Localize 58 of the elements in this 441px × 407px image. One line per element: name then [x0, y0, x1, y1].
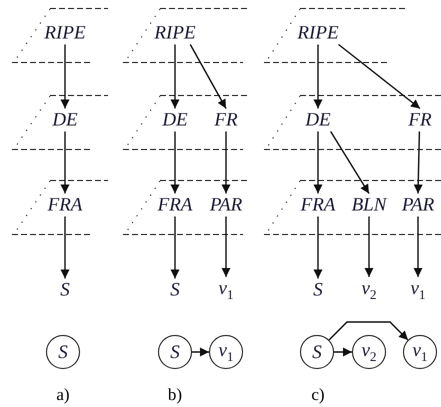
- graph-node-circle: S: [300, 335, 334, 369]
- node-label: v$_{1}$: [216, 278, 236, 302]
- layer-plane: [123, 180, 250, 235]
- arrow: [314, 132, 322, 194]
- panel-label: c): [311, 385, 325, 405]
- node-label: FR: [406, 110, 434, 130]
- node-label: DE: [303, 110, 333, 130]
- graph-node-circle: v$_{1}$: [209, 335, 243, 369]
- panel-label: a): [56, 385, 70, 405]
- node-label: S: [168, 280, 182, 300]
- arrow: [192, 348, 209, 356]
- arrow: [170, 216, 180, 278]
- arrow: [222, 216, 230, 277]
- arrow: [414, 131, 423, 194]
- node-label: PAR: [400, 194, 436, 216]
- arrow: [222, 132, 230, 194]
- node-label: DE: [50, 110, 80, 130]
- node-label: BLN: [350, 194, 388, 216]
- graph-node-circle: S: [158, 335, 192, 369]
- layer-plane: [264, 8, 406, 63]
- arrow: [338, 44, 420, 110]
- node-label: FR: [212, 110, 240, 130]
- node-label: DE: [160, 110, 190, 130]
- arrow: [60, 216, 70, 278]
- arrow: [170, 132, 180, 194]
- graph-node-circle: S: [46, 335, 80, 369]
- node-label: S: [311, 280, 325, 300]
- graph-node-circle: v$_{2}$: [352, 335, 386, 369]
- layer-plane: [264, 180, 441, 235]
- node-label: S: [58, 280, 72, 300]
- node-label: RIPE: [295, 22, 341, 44]
- layer-plane: [123, 95, 250, 150]
- arrow: [414, 216, 422, 277]
- layer-plane: [12, 180, 108, 235]
- arrow: [170, 44, 180, 108]
- arrow: [314, 216, 322, 278]
- arrow: [330, 131, 370, 194]
- arrow: [314, 44, 322, 108]
- node-label: PAR: [208, 194, 244, 216]
- node-label: RIPE: [42, 22, 88, 44]
- arrow: [334, 348, 352, 356]
- node-label: FRA: [156, 194, 194, 216]
- node-label: v$_{2}$: [359, 278, 379, 302]
- panel-label: b): [168, 385, 182, 405]
- layer-plane: [12, 95, 108, 150]
- layer-plane: [264, 95, 441, 150]
- graph-node-circle: v$_{1}$: [403, 335, 437, 369]
- node-label: FRA: [46, 194, 84, 216]
- arrow: [190, 44, 227, 109]
- arrow: [364, 216, 374, 277]
- node-label: v$_{1}$: [408, 278, 428, 302]
- arrow: [60, 44, 70, 108]
- node-label: FRA: [298, 194, 338, 216]
- layer-plane: [12, 8, 108, 63]
- layer-plane: [123, 8, 250, 63]
- node-label: RIPE: [152, 22, 198, 44]
- arrow: [328, 321, 408, 340]
- arrow: [60, 132, 70, 194]
